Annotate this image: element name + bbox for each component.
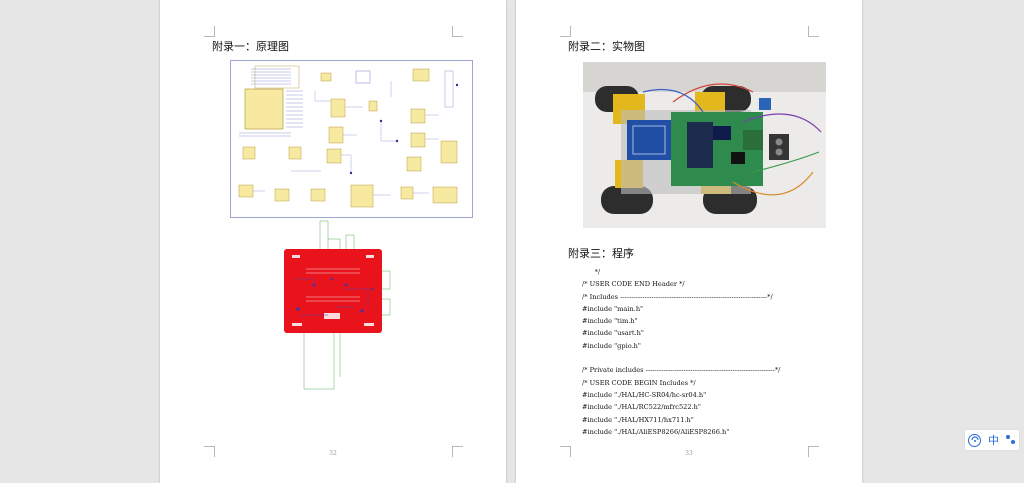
crop-mark [808, 446, 819, 457]
code-line [582, 352, 832, 364]
crop-mark [204, 446, 215, 457]
code-line: /* Private includes --------------------… [582, 366, 781, 375]
ime-language-toggle[interactable]: 中 [987, 434, 999, 447]
code-line: #include "./HAL/AliESP8266/AliESP8266.h" [582, 427, 730, 436]
crop-mark [204, 26, 215, 37]
ime-toolbar[interactable]: 中 [964, 429, 1020, 451]
code-line: #include "gpio.h" [582, 341, 641, 350]
page-number: 32 [329, 450, 337, 457]
code-line: #include "./HAL/RC522/mfrc522.h" [582, 403, 701, 412]
ime-logo-icon[interactable] [968, 433, 982, 447]
code-line: */ [582, 268, 601, 276]
appendix-2-heading: 附录二：实物图 [568, 40, 645, 53]
crop-mark [560, 446, 571, 457]
code-line: #include "main.h" [582, 304, 644, 313]
code-line: /* USER CODE END Header */ [582, 280, 685, 289]
crop-mark [560, 26, 571, 37]
robot-car-photo [583, 62, 826, 228]
code-listing: */ /* USER CODE END Header */ /* Includes … [582, 266, 832, 438]
page-number: 33 [685, 450, 693, 457]
code-line: #include "./HAL/HX711/hx711.h" [582, 415, 694, 424]
code-line: #include "./HAL/HC-SR04/hc-sr04.h" [582, 390, 707, 399]
crop-mark [452, 446, 463, 457]
code-line: /* Includes ----------------------------… [582, 292, 773, 301]
crop-mark [452, 26, 463, 37]
code-line: #include "usart.h" [582, 329, 644, 338]
code-line: /* USER CODE BEGIN Includes */ [582, 378, 696, 387]
document-page-32: 附录一：原理图 [160, 0, 506, 483]
appendix-3-heading: 附录三：程序 [568, 247, 634, 260]
document-page-33: 附录二：实物图 [516, 0, 862, 483]
dots-icon[interactable] [1005, 434, 1016, 446]
code-line: #include "tim.h" [582, 317, 638, 326]
appendix-1-heading: 附录一：原理图 [212, 40, 289, 53]
crop-mark [808, 26, 819, 37]
pcb-layout [284, 220, 391, 390]
schematic-diagram [230, 60, 473, 218]
